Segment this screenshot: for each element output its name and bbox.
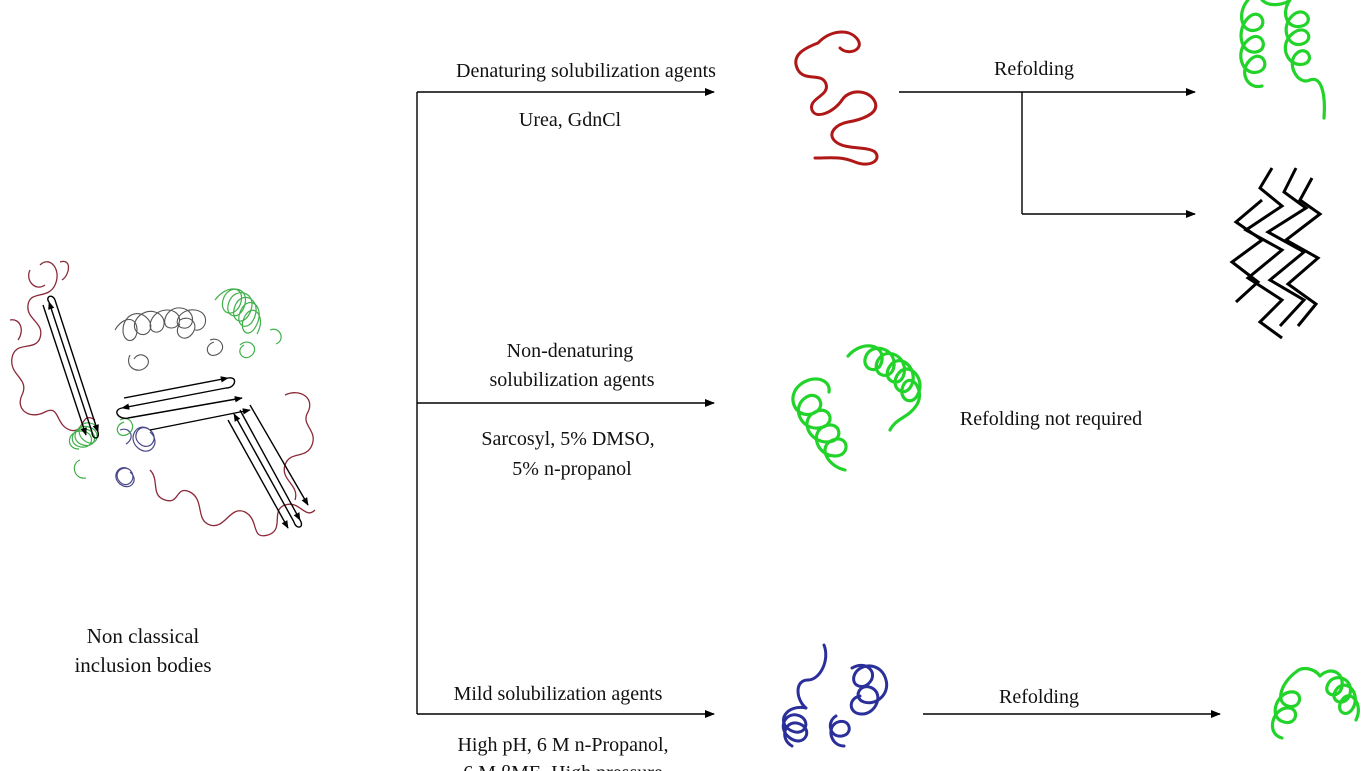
source-caption-line1: Non classical (87, 624, 200, 648)
refolding-split-arrows (899, 88, 1196, 218)
refolding-not-required-label: Refolding not required (960, 408, 1142, 430)
non-denaturing-label-line1: Non-denaturing (507, 340, 634, 362)
inclusion-body-cluster-icon (9, 260, 316, 537)
non-denaturing-agents-line2: 5% n-propanol (512, 458, 632, 480)
ib-red-coil-4-icon (283, 392, 314, 501)
native-helix-middle-icon (791, 344, 922, 472)
denaturing-agents: Urea, GdnCl (519, 109, 622, 131)
branch-connectors (416, 88, 715, 718)
mild-agents-line1: High pH, 6 M n-Propanol, (457, 734, 668, 756)
denaturing-label: Denaturing solubilization agents (456, 60, 716, 82)
source-caption-line2: inclusion bodies (74, 653, 211, 677)
denatured-random-coil-icon (794, 30, 879, 166)
ib-beta-strands-icon (42, 295, 309, 529)
ib-red-coil-icon (11, 261, 96, 432)
non-denaturing-label-line2: solubilization agents (490, 369, 655, 391)
aggregate-zigzag-icon (1229, 167, 1323, 340)
native-helix-bottom-icon (1270, 666, 1360, 740)
ib-red-coil-3-icon (149, 469, 316, 537)
denaturing-refolding-label: Refolding (994, 58, 1074, 80)
native-helix-top-icon (1239, 0, 1326, 120)
mild-partial-coil-icon (781, 643, 889, 748)
mild-refolding-label: Refolding (999, 686, 1079, 708)
ib-green-helix-3-icon (116, 328, 282, 436)
ib-gray-coil-icon (114, 307, 207, 342)
ib-blue-coil-icon (115, 426, 156, 488)
ib-gray-coil-2-icon (128, 317, 224, 371)
mild-label: Mild solubilization agents (454, 683, 663, 705)
non-denaturing-agents-line1: Sarcosyl, 5% DMSO, (481, 428, 654, 450)
ib-green-helix-icon (214, 288, 262, 335)
ib-red-coil-2-icon (9, 260, 70, 341)
mild-agents-line2: 6 M βME, High pressure (463, 762, 663, 771)
